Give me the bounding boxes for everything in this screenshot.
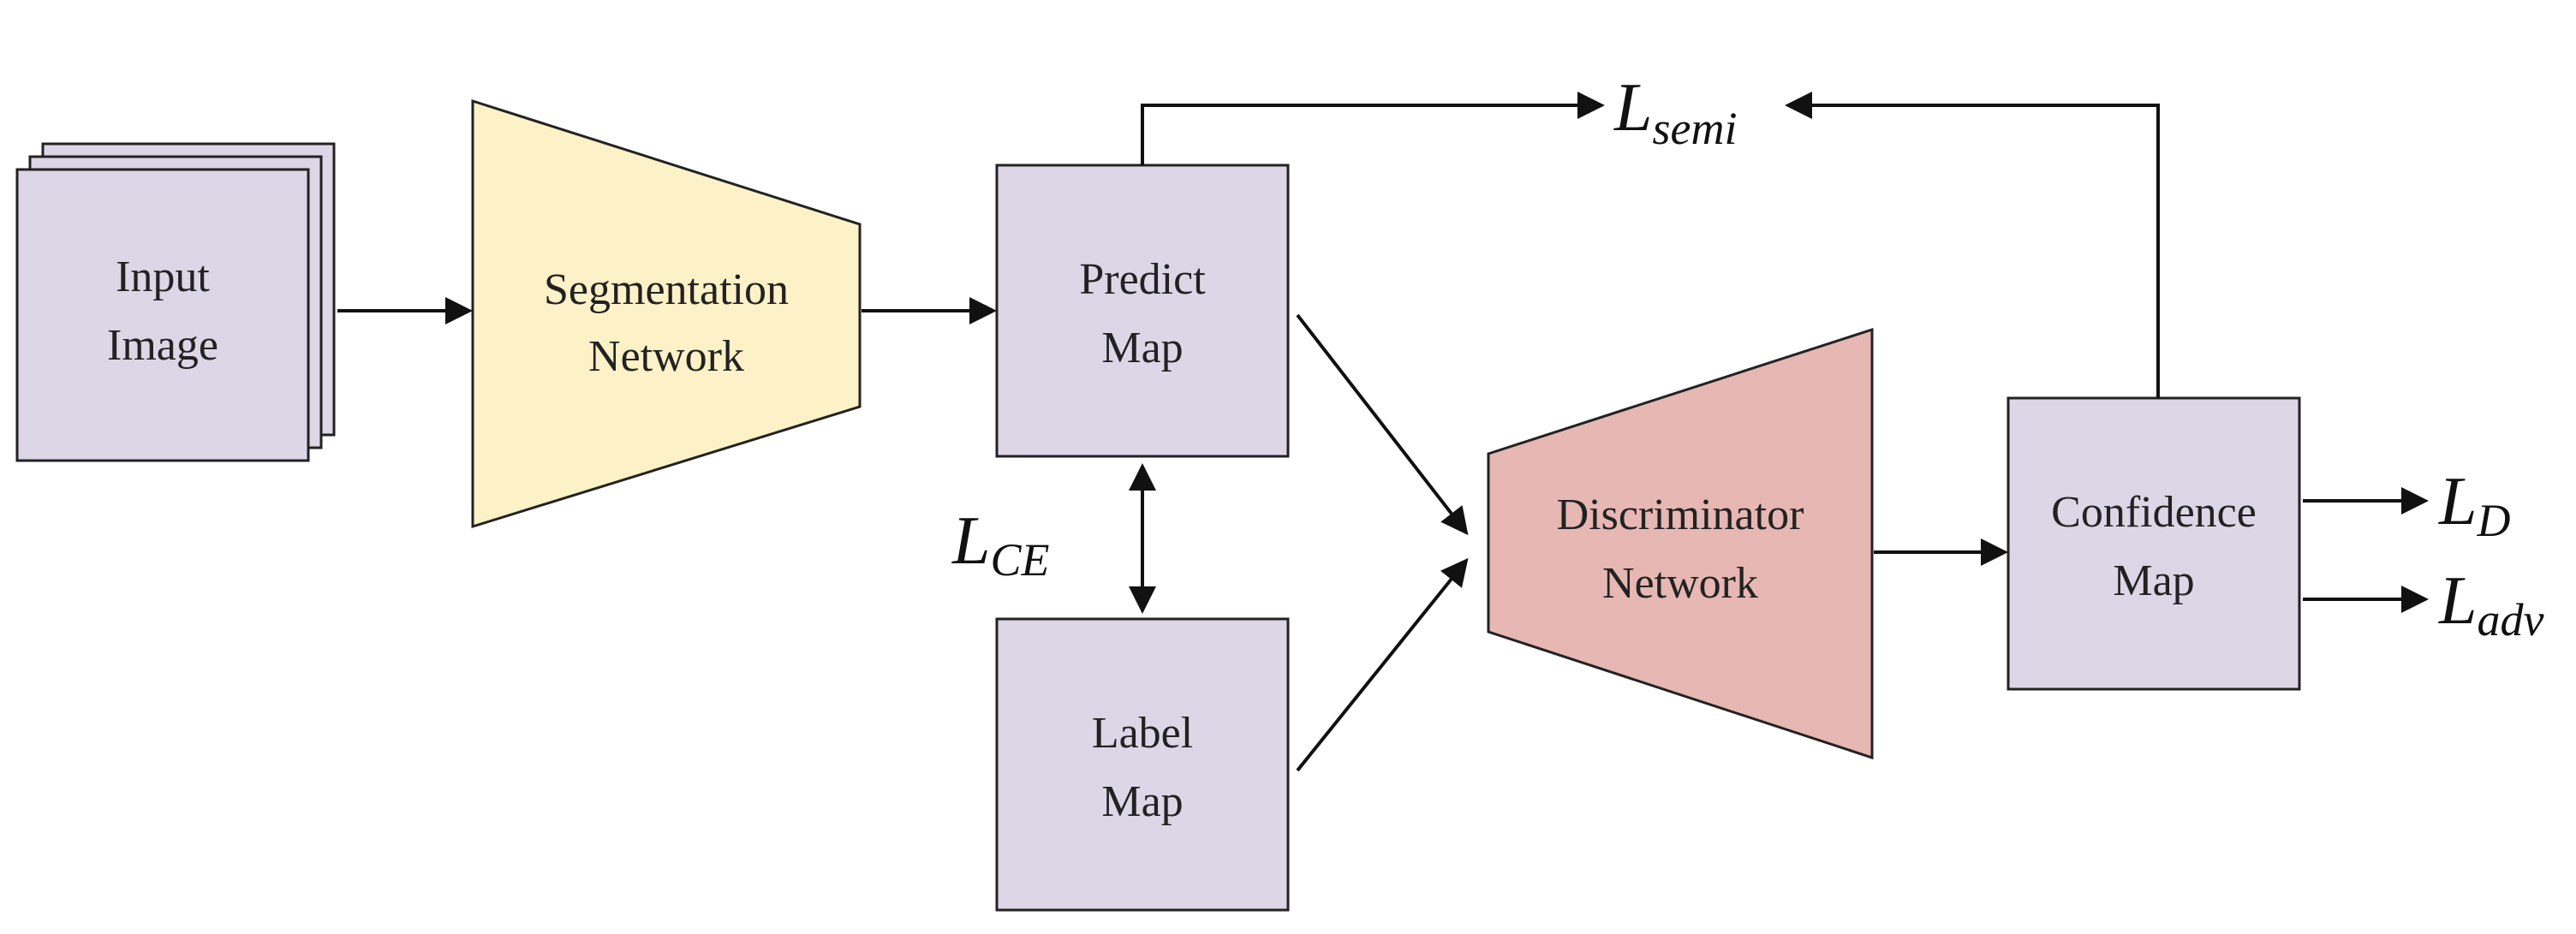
confidence-map-label-line1: Confidence xyxy=(2051,488,2257,537)
input-image-box xyxy=(15,168,310,462)
loss-ce-label: LCE xyxy=(951,503,1050,586)
loss-adv-sub: adv xyxy=(2478,594,2544,645)
predict-map-label-line1: Predict xyxy=(1079,255,1206,304)
loss-semi-main: L xyxy=(1613,70,1653,146)
label-map-label-line2: Map xyxy=(1101,777,1183,826)
loss-adv-label: Ladv xyxy=(2438,563,2544,645)
loss-semi-label: Lsemi xyxy=(1613,70,1737,154)
input-image-label-line1: Input xyxy=(116,253,210,301)
discriminator-network-label-line1: Discriminator xyxy=(1557,491,1804,539)
loss-d-main: L xyxy=(2438,464,2478,539)
loss-ce-main: L xyxy=(951,503,991,579)
loss-ce-sub: CE xyxy=(991,534,1050,586)
arrow-confidence-to-semi-loss xyxy=(1785,92,2160,398)
loss-adv-main: L xyxy=(2438,563,2478,639)
predict-map-node: Predict Map xyxy=(995,164,1290,458)
predict-map-box xyxy=(995,164,1290,458)
confidence-map-label-line2: Map xyxy=(2113,556,2194,605)
segmentation-network-label-line2: Network xyxy=(588,332,744,381)
arrow-label-to-discriminator xyxy=(1296,557,1469,772)
segmentation-network-node: Segmentation Network xyxy=(471,98,862,529)
discriminator-network-label-line2: Network xyxy=(1602,559,1758,608)
loss-d-sub: D xyxy=(2477,495,2511,546)
input-image-label-line2: Image xyxy=(107,321,218,370)
confidence-map-box xyxy=(2007,396,2301,691)
input-image-node: Input Image xyxy=(15,142,336,462)
loss-d-label: LD xyxy=(2438,464,2511,546)
label-map-label-line1: Label xyxy=(1092,709,1193,758)
discriminator-network-shape xyxy=(1487,327,1874,760)
predict-map-label-line2: Map xyxy=(1101,324,1183,372)
loss-semi-sub: semi xyxy=(1653,103,1738,154)
confidence-map-node: Confidence Map xyxy=(2007,396,2301,691)
arrow-predict-to-discriminator xyxy=(1296,313,1469,536)
segmentation-network-label-line1: Segmentation xyxy=(544,265,789,314)
arrow-predict-to-semi-loss xyxy=(1141,92,1605,165)
label-map-box xyxy=(995,617,1290,912)
discriminator-network-node: Discriminator Network xyxy=(1487,327,1874,760)
segmentation-network-shape xyxy=(471,98,862,529)
label-map-node: Label Map xyxy=(995,617,1290,912)
